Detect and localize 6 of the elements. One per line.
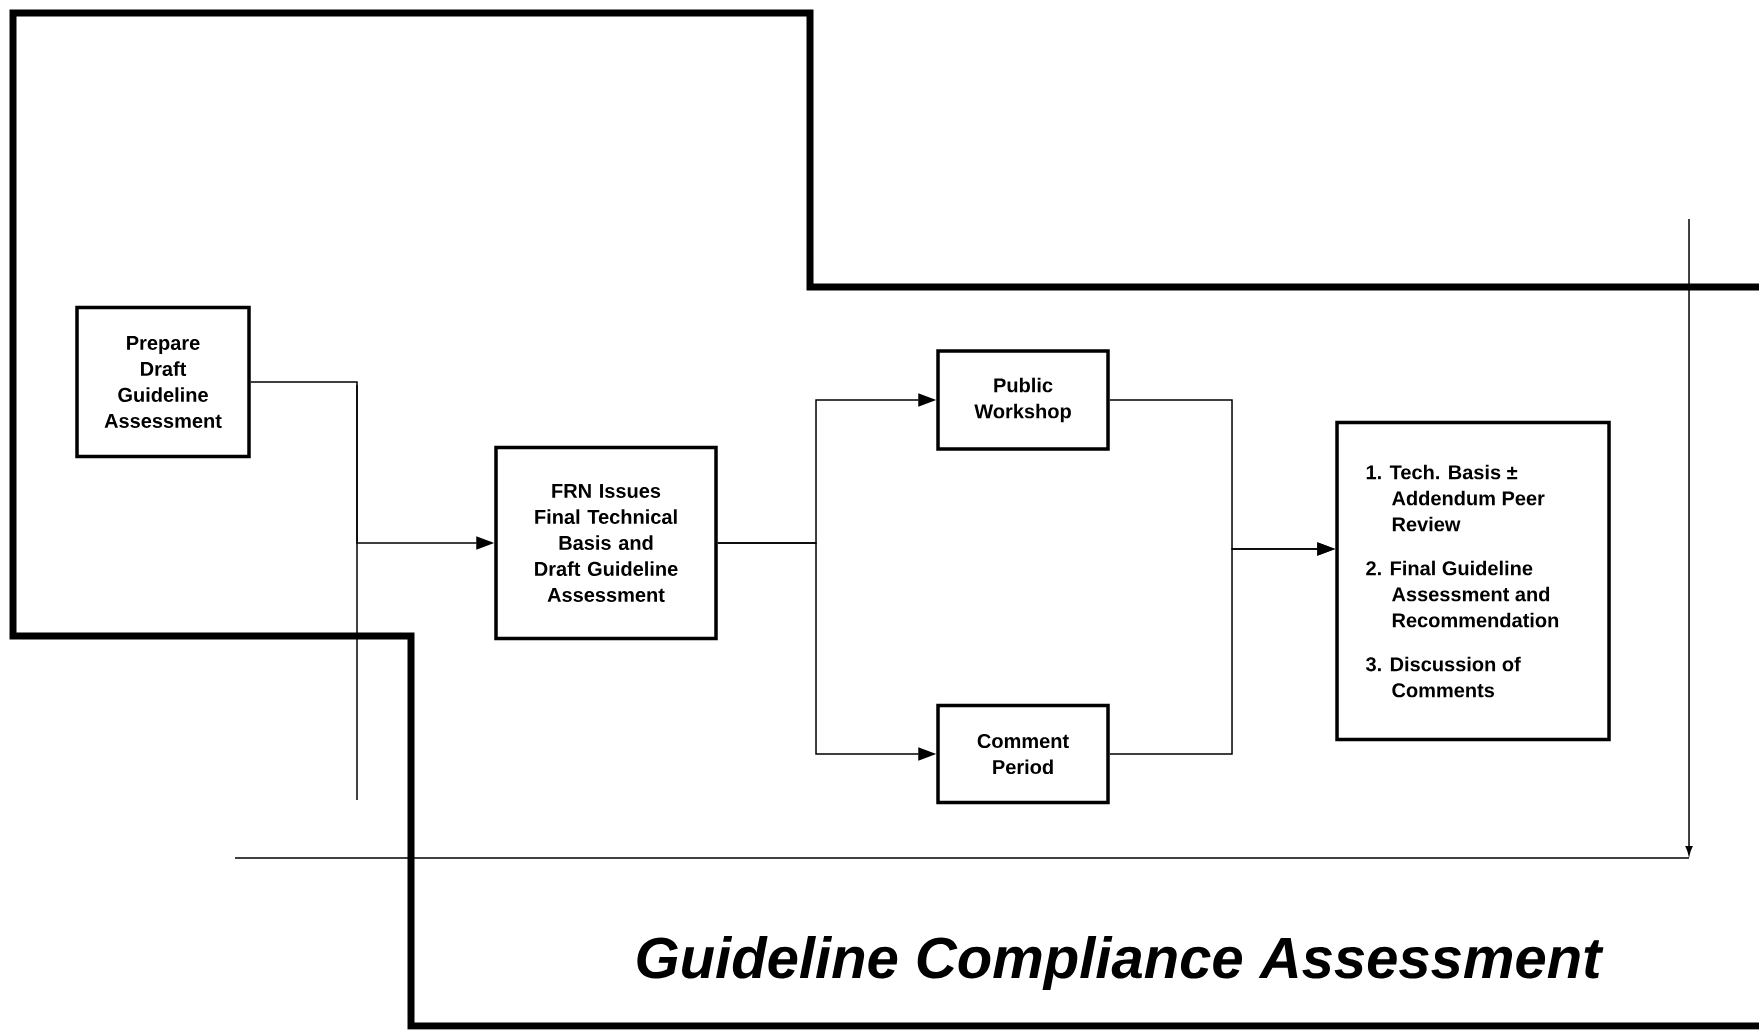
process-box: Prepare Draft Guideline Assessment: [75, 305, 251, 459]
process-box: Public Workshop: [936, 349, 1110, 451]
process-box: 1. Tech. Basis ± Addendum Peer Review 2. Final Guideline Assessment and Recommendation 3. Discussion of Comments: [1335, 420, 1611, 742]
process-box: Comment Period: [936, 703, 1110, 805]
process-box: FRN Issues Final Technical Basis and Draft Guideline Assessment: [494, 445, 718, 641]
title: Guideline Compliance Assessment: [637, 936, 1604, 991]
